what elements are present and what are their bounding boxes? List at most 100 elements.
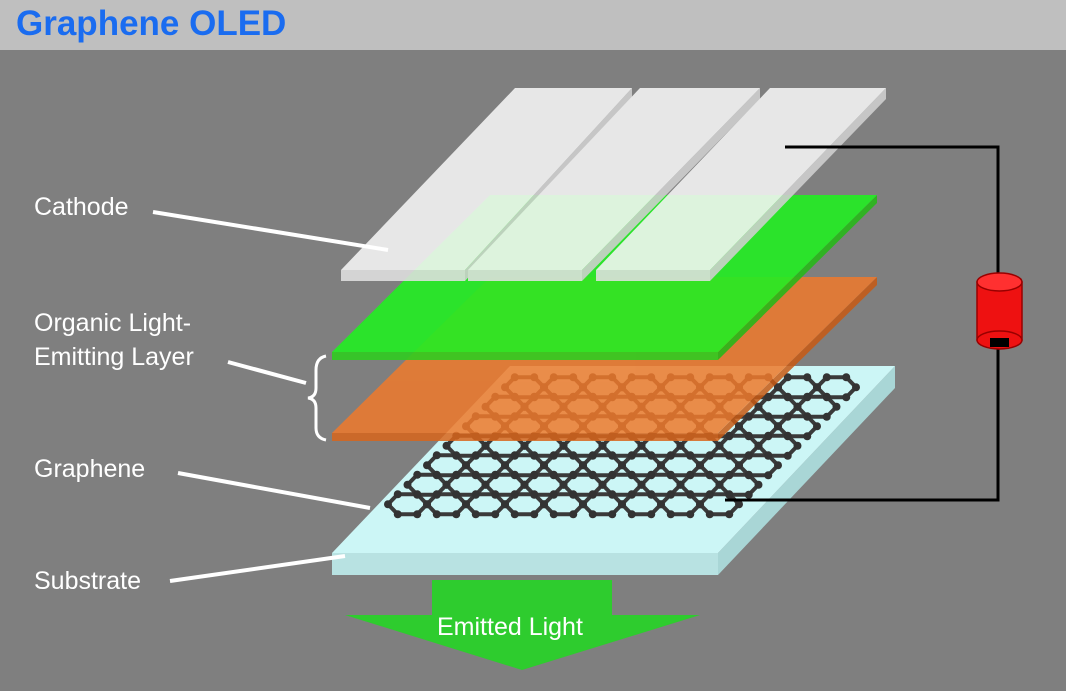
carbon-atom	[666, 471, 675, 480]
carbon-atom	[666, 490, 675, 499]
carbon-atom	[686, 471, 695, 480]
carbon-atom	[384, 500, 392, 509]
emitted-light-label: Emitted Light	[437, 613, 583, 641]
carbon-atom	[725, 471, 734, 480]
carbon-atom	[754, 402, 763, 411]
carbon-atom	[618, 500, 626, 509]
carbon-atom	[705, 471, 714, 480]
carbon-atom	[579, 461, 587, 470]
carbon-atom	[744, 451, 753, 460]
carbon-atom	[793, 441, 802, 450]
carbon-atom	[618, 461, 626, 470]
carbon-atom	[852, 383, 860, 392]
carbon-atom	[647, 451, 656, 460]
carbon-atom	[403, 480, 412, 489]
carbon-atom	[627, 490, 636, 499]
carbon-atom	[793, 402, 802, 411]
carbon-atom	[491, 451, 500, 460]
carbon-atom	[754, 480, 763, 489]
carbon-atom	[608, 510, 617, 519]
carbon-atom	[452, 510, 461, 519]
carbon-atom	[657, 500, 665, 509]
cathode-strips	[341, 88, 886, 281]
carbon-atom	[549, 490, 558, 499]
carbon-atom	[471, 490, 480, 499]
carbon-atom	[432, 471, 441, 480]
carbon-atom	[423, 500, 431, 509]
carbon-atom	[481, 480, 490, 489]
carbon-atom	[657, 461, 665, 470]
carbon-atom	[783, 393, 792, 402]
organic-label-line2: Emitting Layer	[34, 343, 194, 371]
carbon-atom	[471, 451, 480, 460]
carbon-atom	[432, 510, 441, 519]
carbon-atom	[725, 451, 734, 460]
carbon-atom	[774, 422, 782, 431]
carbon-atom	[627, 451, 636, 460]
carbon-atom	[637, 480, 646, 489]
carbon-atom	[725, 490, 734, 499]
carbon-atom	[559, 441, 568, 450]
carbon-atom	[549, 471, 558, 480]
carbon-atom	[735, 500, 743, 509]
carbon-atom	[579, 500, 587, 509]
carbon-atom	[842, 393, 851, 402]
carbon-atom	[471, 510, 480, 519]
carbon-atom	[559, 480, 568, 489]
carbon-atom	[588, 471, 597, 480]
carbon-atom	[530, 510, 539, 519]
carbon-atom	[822, 412, 831, 421]
carbon-atom	[491, 490, 500, 499]
emitted-light-arrow	[345, 580, 700, 670]
carbon-atom	[637, 441, 646, 450]
carbon-atom	[501, 500, 509, 509]
carbon-atom	[520, 480, 529, 489]
carbon-atom	[686, 490, 695, 499]
carbon-atom	[783, 432, 792, 441]
carbon-atom	[510, 490, 519, 499]
carbon-atom	[471, 471, 480, 480]
carbon-atom	[822, 373, 831, 382]
carbon-atom	[549, 510, 558, 519]
carbon-atom	[696, 461, 704, 470]
carbon-atom	[735, 422, 743, 431]
carbon-atom	[452, 490, 461, 499]
carbon-atom	[676, 441, 685, 450]
organic-label-line1: Organic Light-	[34, 309, 191, 337]
carbon-atom	[530, 451, 539, 460]
carbon-atom	[491, 510, 500, 519]
leader-lines	[152, 210, 389, 583]
carbon-atom	[764, 451, 773, 460]
carbon-atom	[647, 510, 656, 519]
carbon-atom	[452, 471, 461, 480]
carbon-atom	[549, 451, 558, 460]
carbon-atom	[588, 490, 597, 499]
carbon-atom	[686, 451, 695, 460]
carbon-atom	[832, 402, 841, 411]
carbon-atom	[588, 510, 597, 519]
led-component-icon	[976, 272, 1023, 350]
carbon-atom	[569, 471, 578, 480]
carbon-atom	[803, 432, 812, 441]
carbon-atom	[774, 383, 782, 392]
carbon-atom	[442, 480, 451, 489]
carbon-atom	[432, 451, 441, 460]
carbon-atom	[598, 441, 607, 450]
carbon-atom	[803, 393, 812, 402]
carbon-atom	[764, 432, 773, 441]
carbon-atom	[393, 510, 402, 519]
carbon-atom	[608, 471, 617, 480]
carbon-atom	[627, 471, 636, 480]
carbon-atom	[647, 471, 656, 480]
carbon-atom	[569, 490, 578, 499]
carbon-atom	[501, 461, 509, 470]
carbon-atom	[803, 412, 812, 421]
carbon-atom	[715, 441, 724, 450]
carbon-atom	[491, 471, 500, 480]
carbon-atom	[452, 451, 461, 460]
carbon-atom	[423, 461, 431, 470]
carbon-atom	[530, 490, 539, 499]
carbon-atom	[540, 461, 548, 470]
